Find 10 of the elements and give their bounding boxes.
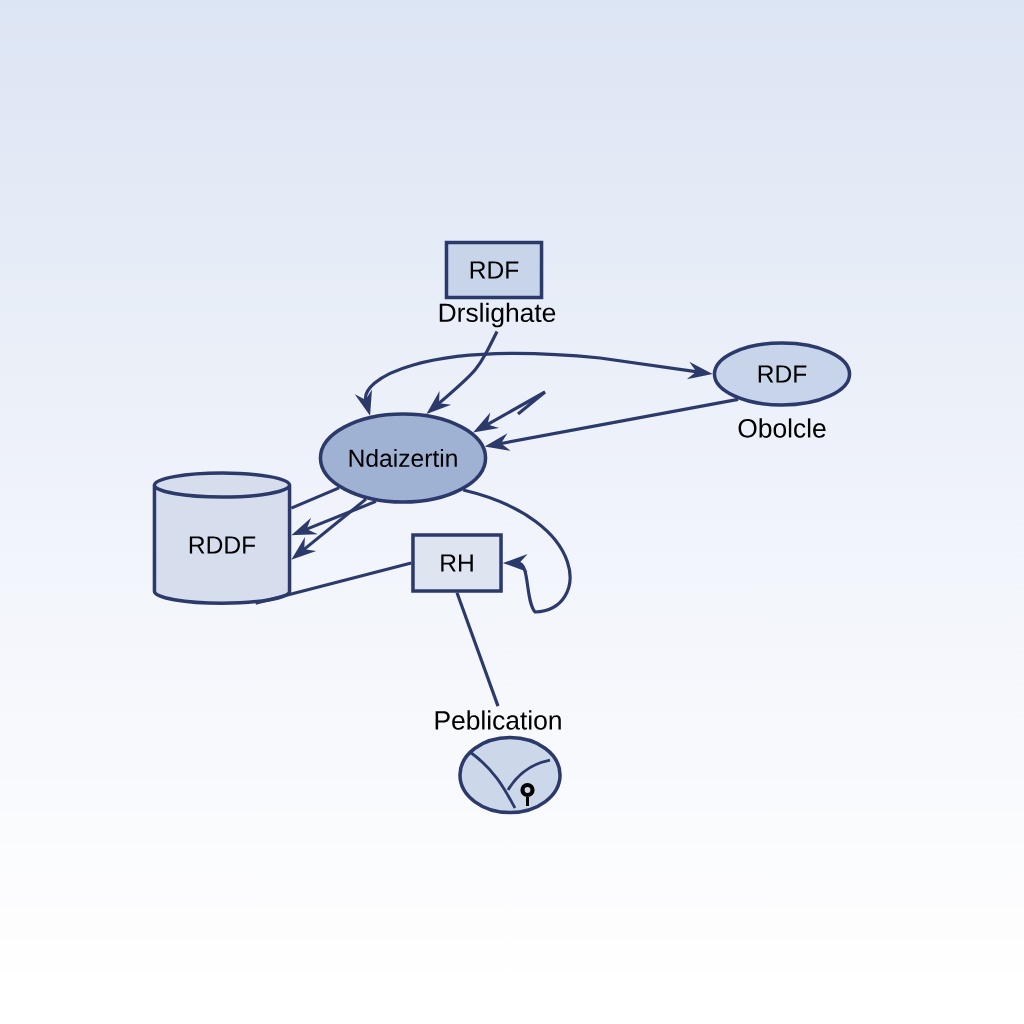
node-label: Peblication — [435, 710, 561, 730]
database-cylinder: RDDF — [152, 471, 292, 605]
node-label: Drslighate — [439, 302, 556, 328]
connector-line — [255, 561, 412, 605]
process-box: RH — [411, 533, 503, 593]
connector-line — [455, 592, 500, 707]
connector-line — [290, 486, 340, 510]
arrow — [462, 488, 572, 614]
node-label: Obolcle — [738, 418, 826, 438]
process-box: RDF — [444, 240, 544, 300]
